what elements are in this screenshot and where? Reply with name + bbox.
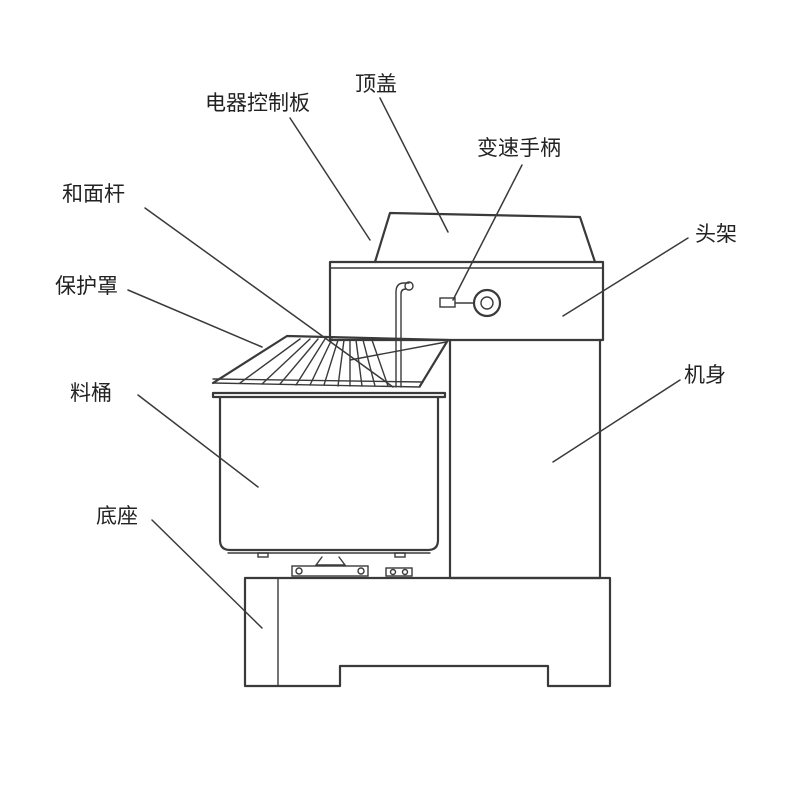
leader-bowl xyxy=(137,394,259,488)
head-frame-shape xyxy=(328,260,605,342)
leader-mixing-rod xyxy=(144,207,394,388)
body-shape xyxy=(448,338,602,580)
leader-speed-handle xyxy=(452,164,523,301)
leader-guard xyxy=(127,289,263,348)
label-speed-handle: 变速手柄 xyxy=(477,136,561,160)
top-cover-shape xyxy=(373,211,597,264)
label-top-cover: 顶盖 xyxy=(355,72,397,96)
labels: 电器控制板 顶盖 变速手柄 和面杆 头架 保护罩 机身 料桶 底座 xyxy=(55,72,737,528)
label-guard: 保护罩 xyxy=(55,274,118,298)
base-shape xyxy=(243,576,612,688)
leader-lines xyxy=(127,97,689,629)
label-control-panel: 电器控制板 xyxy=(205,91,310,115)
leader-base xyxy=(151,519,263,629)
label-bowl: 料桶 xyxy=(70,381,112,405)
bowl-shape xyxy=(211,391,447,558)
label-body: 机身 xyxy=(684,363,726,387)
label-head-frame: 头架 xyxy=(695,222,737,246)
label-base: 底座 xyxy=(96,504,138,528)
leader-head-frame xyxy=(562,237,689,317)
guard-shape xyxy=(211,334,450,388)
label-mixing-rod: 和面杆 xyxy=(62,182,125,206)
mixer-drawing xyxy=(211,211,612,688)
leader-body xyxy=(552,379,681,463)
mixing-rod-shape xyxy=(395,281,414,388)
bowl-drive xyxy=(291,556,413,577)
leader-control-panel xyxy=(289,117,371,241)
leader-top-cover xyxy=(379,97,449,233)
speed-handle-knob xyxy=(439,288,502,318)
